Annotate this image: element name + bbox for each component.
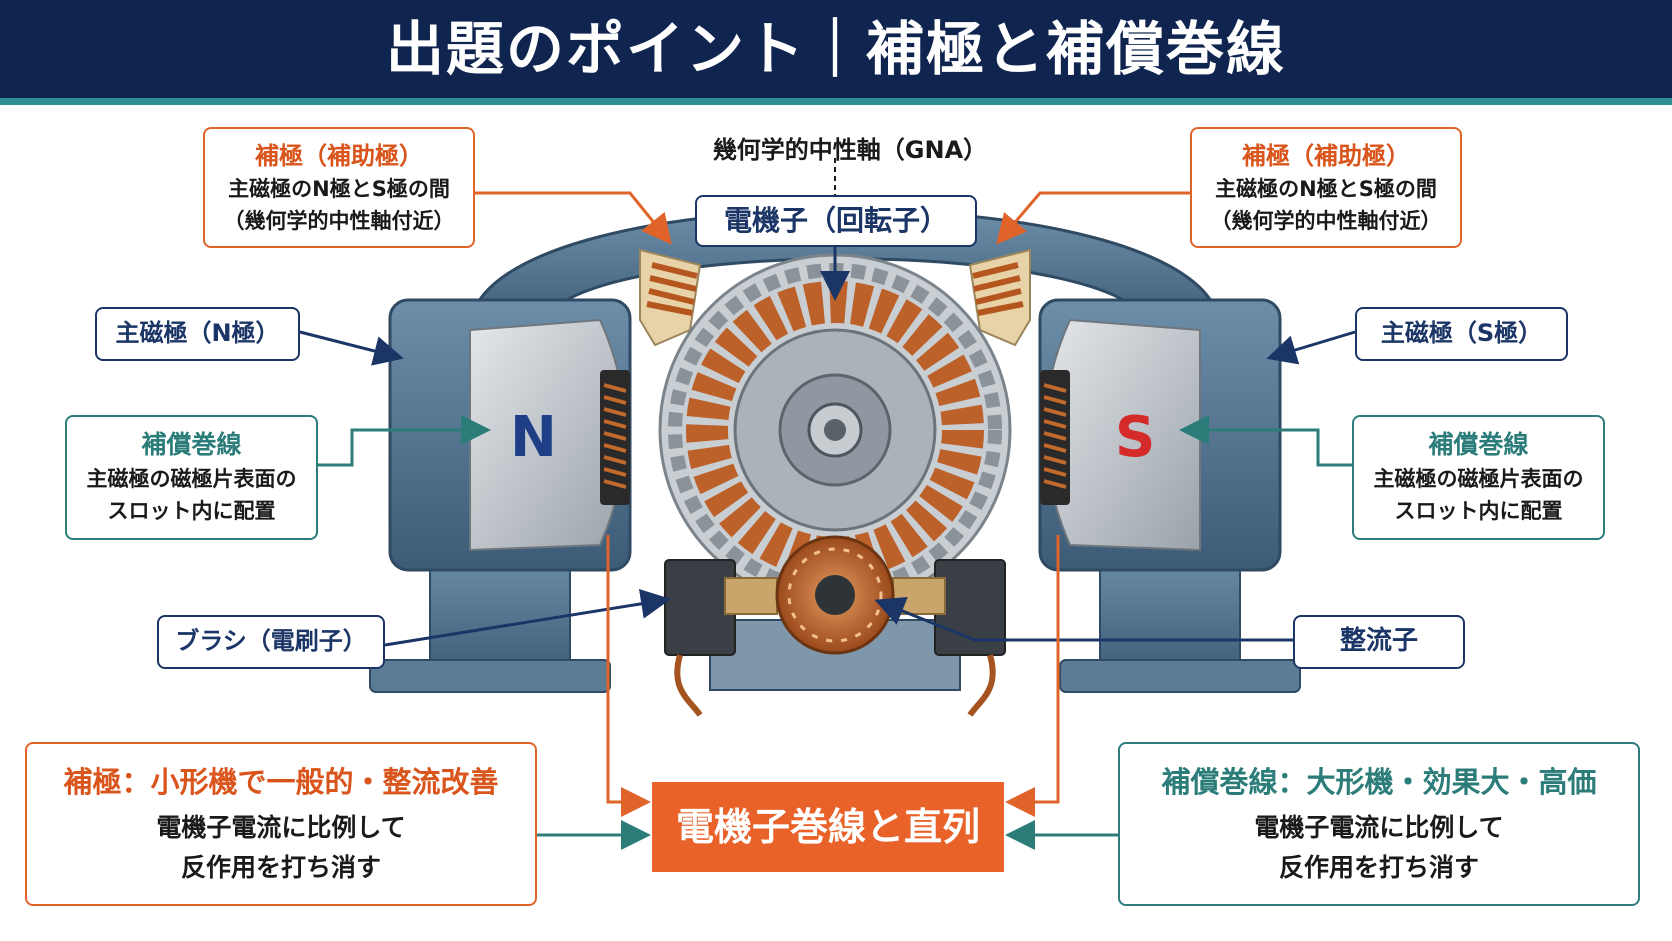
interpole-right-title: 補極（補助極） [1192,139,1460,173]
label-comp-winding-right: 補償巻線 主磁極の磁極片表面の スロット内に配置 [1352,415,1605,540]
orange-link-right [1011,535,1058,802]
comp-right-title: 補償巻線 [1354,427,1603,463]
lead-wire-left [677,655,700,715]
interpole-left-line1: 主磁極のN極とS極の間 [205,173,473,205]
bottom-right-title: 補償巻線：大形機・効果大・高価 [1120,760,1638,804]
bottom-box-comp-winding: 補償巻線：大形機・効果大・高価 電機子電流に比例して 反作用を打ち消す [1118,742,1640,906]
series-connection-box: 電機子巻線と直列 [652,782,1004,872]
bottom-right-line1: 電機子電流に比例して [1120,808,1638,848]
comp-right-line2: スロット内に配置 [1354,495,1603,527]
frame-foot-left [370,660,610,692]
arrow-main-pole-s [1272,332,1355,357]
comp-left-title: 補償巻線 [67,427,316,463]
label-comp-winding-left: 補償巻線 主磁極の磁極片表面の スロット内に配置 [65,415,318,540]
bottom-left-line2: 反作用を打ち消す [27,848,535,888]
label-main-pole-n: 主磁極（N極） [95,307,300,361]
commutator-shaft [815,575,855,615]
frame-foot-right [1060,660,1300,692]
bottom-right-line2: 反作用を打ち消す [1120,848,1638,888]
pole-n-letter: N [510,405,557,470]
orange-link-left [608,535,645,802]
brush-right [893,578,945,614]
label-brush: ブラシ（電刷子） [157,615,385,669]
comp-left-line1: 主磁極の磁極片表面の [67,463,316,495]
label-commutator: 整流子 [1293,615,1465,669]
bottom-box-interpole: 補極：小形機で一般的・整流改善 電機子電流に比例して 反作用を打ち消す [25,742,537,906]
lead-wire-right [970,655,993,715]
gna-label: 幾何学的中性軸（GNA） [690,130,1010,165]
label-armature: 電機子（回転子） [695,195,977,247]
pole-s-letter: S [1115,405,1155,470]
interpole-left-line2: （幾何学的中性軸付近） [205,205,473,237]
label-main-pole-s: 主磁極（S極） [1355,307,1568,361]
bottom-left-line1: 電機子電流に比例して [27,808,535,848]
bottom-left-title: 補極：小形機で一般的・整流改善 [27,760,535,804]
brush-left [725,578,777,614]
interpole-left-title: 補極（補助極） [205,139,473,173]
arrow-main-pole-n [300,332,398,357]
interpole-right-line2: （幾何学的中性軸付近） [1192,205,1460,237]
comp-left-line2: スロット内に配置 [67,495,316,527]
comp-right-line1: 主磁極の磁極片表面の [1354,463,1603,495]
label-interpole-right: 補極（補助極） 主磁極のN極とS極の間 （幾何学的中性軸付近） [1190,127,1462,248]
interpole-right-line1: 主磁極のN極とS極の間 [1192,173,1460,205]
label-interpole-left: 補極（補助極） 主磁極のN極とS極の間 （幾何学的中性軸付近） [203,127,475,248]
shaft-center [824,419,846,441]
